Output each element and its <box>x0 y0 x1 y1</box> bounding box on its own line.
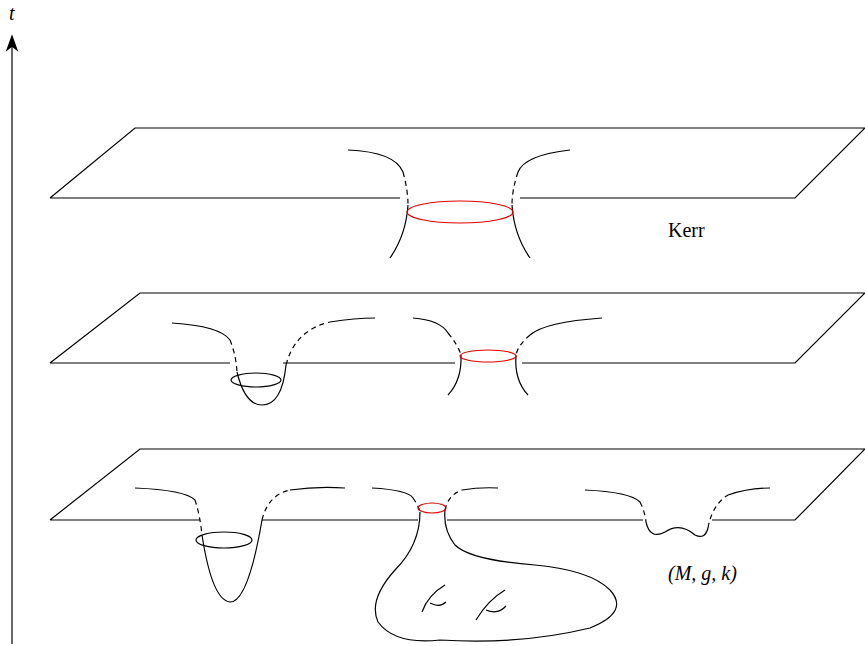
slice-plane <box>50 449 865 520</box>
axis-label: t <box>9 3 15 23</box>
slice-label: (M, g, k) <box>668 563 737 583</box>
handle <box>422 585 446 612</box>
handle <box>476 590 506 620</box>
slice-plane <box>50 293 865 363</box>
horizon-ring <box>407 201 513 223</box>
collapse-ring <box>196 532 252 548</box>
axis-arrowhead <box>7 36 17 50</box>
slice-plane <box>50 128 865 198</box>
horizon-ring <box>418 503 446 513</box>
collapse-ring <box>231 373 281 387</box>
horizon-ring <box>460 350 516 362</box>
slice-label: Kerr <box>668 220 705 240</box>
time-axis <box>11 38 12 644</box>
throat-curve <box>348 150 403 172</box>
